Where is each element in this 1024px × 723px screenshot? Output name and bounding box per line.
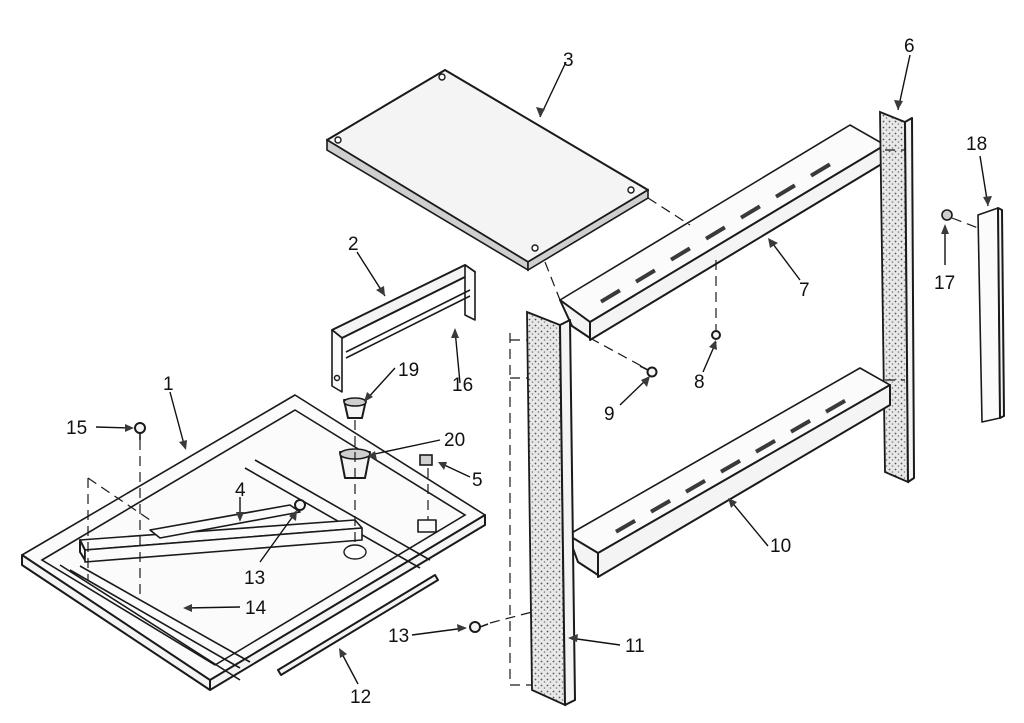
callout-13-post: 13 (388, 626, 409, 647)
left-post (526, 310, 576, 707)
callout-18: 18 (966, 134, 987, 155)
callout-16: 16 (452, 375, 473, 396)
callout-4: 4 (235, 480, 246, 501)
screw-9 (639, 365, 658, 378)
callout-11: 11 (625, 636, 645, 657)
bracket (331, 264, 476, 393)
top-panel (326, 69, 649, 272)
lower-rail-slots (614, 399, 847, 534)
strip (277, 574, 439, 676)
right-post (879, 110, 915, 484)
screw-8 (711, 330, 721, 340)
callout-7: 7 (799, 280, 810, 301)
screw-15 (134, 422, 146, 440)
screw-17 (941, 209, 953, 221)
callout-17: 17 (934, 273, 955, 294)
screw-13-post (469, 621, 489, 633)
clip (417, 454, 437, 533)
fitting-lower (339, 448, 371, 560)
upper-rail-slots (600, 162, 831, 304)
callout-19: 19 (398, 360, 419, 381)
callout-15: 15 (66, 418, 87, 439)
callout-20: 20 (444, 430, 465, 451)
callout-13-brace: 13 (244, 568, 265, 589)
cross-brace (79, 504, 363, 563)
alignment-lines (87, 149, 979, 686)
lower-rail (567, 367, 891, 578)
tray-channel (69, 565, 251, 669)
callout-1: 1 (163, 374, 174, 395)
callout-2: 2 (348, 234, 359, 255)
callout-12: 12 (350, 687, 371, 708)
callout-14: 14 (245, 598, 267, 619)
callout-3: 3 (563, 50, 574, 71)
leader-lines (95, 54, 992, 685)
fitting-upper (343, 397, 367, 419)
side-trim (977, 207, 1005, 423)
callout-6: 6 (904, 36, 915, 57)
callout-9: 9 (604, 404, 615, 425)
callout-10: 10 (770, 536, 791, 557)
upper-rail (559, 124, 886, 341)
callout-8: 8 (694, 372, 705, 393)
screw-13-brace (294, 499, 306, 511)
callout-5: 5 (472, 470, 483, 491)
callout-labels: 3 2 6 18 17 7 8 9 16 19 20 5 1 15 4 13 1… (66, 36, 987, 708)
